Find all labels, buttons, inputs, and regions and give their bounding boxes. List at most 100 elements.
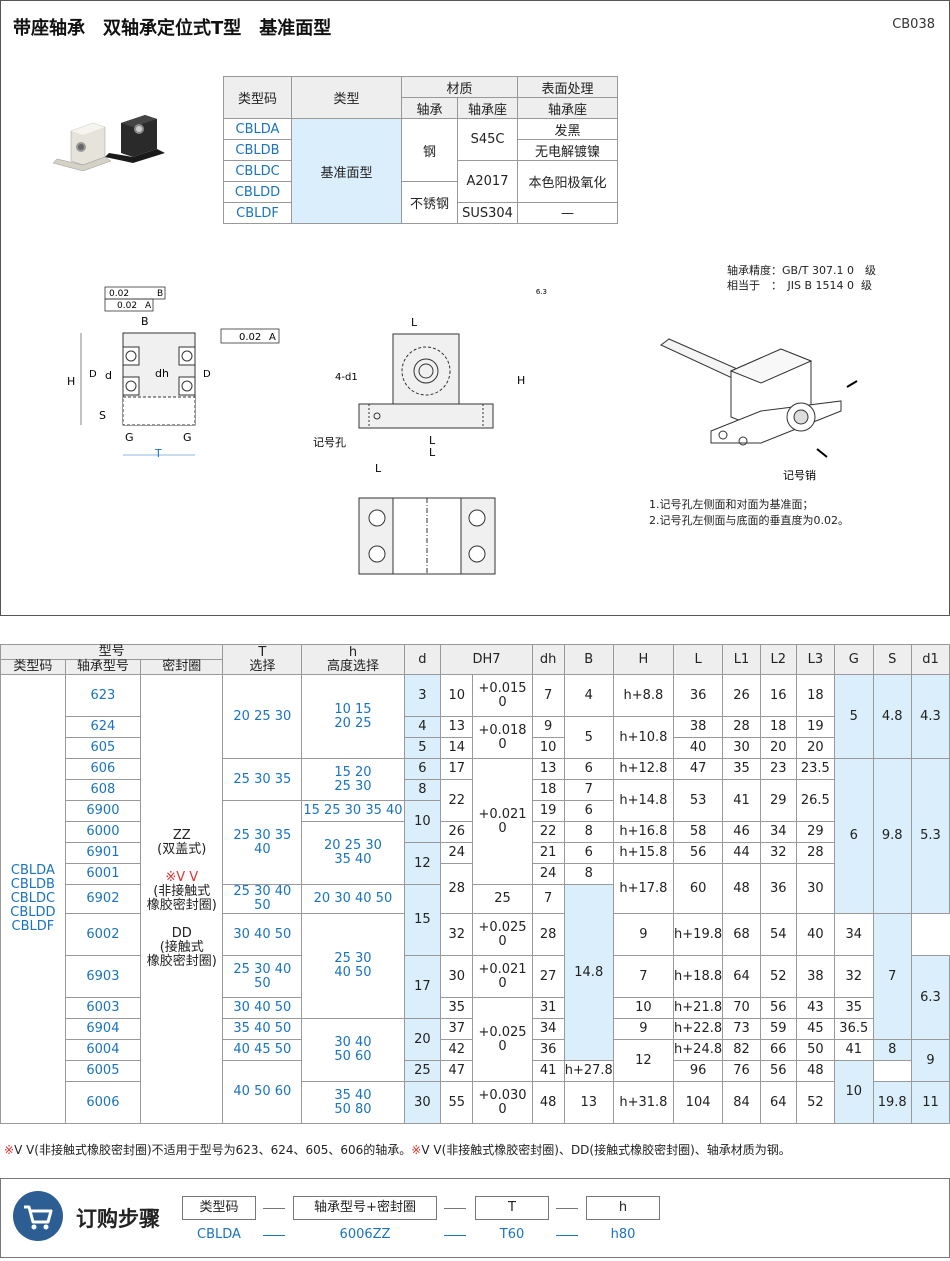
L2-cell: 38 xyxy=(795,955,836,998)
H-cell: h+18.8 xyxy=(673,955,724,998)
mark-hole-label: 记号孔 xyxy=(313,436,346,449)
T-cell: 40 45 50 xyxy=(222,1039,303,1061)
order-dash xyxy=(263,1208,285,1209)
th-type-code: 类型码 xyxy=(0,659,66,675)
h-cell: 30 40 50 60 xyxy=(301,1018,405,1082)
d-cell: 10 xyxy=(403,800,442,843)
T-cell: 30 40 50 xyxy=(222,913,303,956)
d-cell: 12 xyxy=(403,842,442,885)
page-title: 带座轴承 双轴承定位式T型 基准面型 xyxy=(13,18,332,39)
order-value-T: T60 xyxy=(499,1227,525,1242)
L-cell: 70 xyxy=(722,997,761,1019)
th-seat2: 轴承座 xyxy=(517,97,618,119)
h-cell: 25 30 40 50 xyxy=(301,913,405,1019)
d-cell: 4 xyxy=(403,716,442,738)
bearing-cell: 6901 xyxy=(64,842,142,864)
dh-cell: 19 xyxy=(531,800,565,822)
anodize-cell: 本色阳极氧化 xyxy=(517,160,618,203)
d1-cell: 4.3 xyxy=(910,674,950,759)
L1-cell: 66 xyxy=(759,1039,797,1061)
bearing-cell: 6005 xyxy=(64,1060,142,1082)
D-cell: 26 xyxy=(440,821,474,843)
L2-cell: 29 xyxy=(759,779,797,822)
L2-cell: 34 xyxy=(759,821,797,843)
th-bearing: 轴承型号 xyxy=(64,659,142,675)
order-dash xyxy=(556,1208,578,1209)
type-codes-cell: CBLDA CBLDB CBLDC CBLDD CBLDF xyxy=(0,674,66,1124)
order-label-h: h xyxy=(586,1196,660,1220)
T-cell: 35 40 50 xyxy=(222,1018,303,1040)
L1-cell: 28 xyxy=(722,716,761,738)
L2-cell: 36 xyxy=(759,863,797,914)
dh-cell: 27 xyxy=(531,955,565,998)
L-cell: 40 xyxy=(673,737,724,759)
L-cell: 68 xyxy=(722,913,761,956)
h-cell: 15 25 30 35 40 xyxy=(301,800,405,822)
bearing-cell: 6000 xyxy=(64,821,142,843)
dh-cell: 25 xyxy=(472,884,533,914)
bearing-cell: 6003 xyxy=(64,997,142,1019)
th-G: G xyxy=(834,644,874,675)
L2-cell: 45 xyxy=(795,1018,836,1040)
a2017-cell: A2017 xyxy=(457,160,518,203)
th-type-code: 类型码 xyxy=(223,76,292,119)
th-seal: 密封圈 xyxy=(140,659,224,675)
dh-cell: 13 xyxy=(531,758,565,780)
d-cell: 17 xyxy=(403,955,442,1019)
th-surface: 表面处理 xyxy=(517,76,618,98)
D-cell: 28 xyxy=(440,863,474,914)
dh-cell: 36 xyxy=(531,1039,565,1061)
L2-cell: 16 xyxy=(759,674,797,717)
dh-cell: 28 xyxy=(531,913,565,956)
L-cell: 36 xyxy=(673,674,724,717)
code-cell: CBLDB xyxy=(223,139,292,161)
L3-cell: 34 xyxy=(834,913,874,956)
D-cell: 30 xyxy=(440,955,474,998)
B-cell: 9 xyxy=(612,913,675,956)
L-cell: 64 xyxy=(722,955,761,998)
L-cell: 82 xyxy=(722,1039,761,1061)
svg-text:d: d xyxy=(105,369,112,382)
order-label-type-code: 类型码 xyxy=(182,1196,256,1220)
H-cell: h+10.8 xyxy=(612,716,675,759)
L3-cell: 48 xyxy=(795,1060,836,1082)
drawing-notes: 1.记号孔左侧面和对面为基准面； 2.记号孔左侧面与底面的垂直度为0.02。 xyxy=(649,498,849,527)
bearing-cell: 6904 xyxy=(64,1018,142,1040)
L3-cell: 36.5 xyxy=(834,1018,874,1040)
tol-cell: +0.018 0 xyxy=(472,716,533,759)
order-value-type-code: CBLDA xyxy=(197,1227,241,1242)
d1-cell: 9 xyxy=(910,1039,950,1082)
d-cell: 30 xyxy=(403,1081,442,1124)
th-d: d xyxy=(403,644,442,675)
bearing-cell: 6902 xyxy=(64,884,142,914)
L1-cell: 56 xyxy=(759,997,797,1019)
B-cell: 5 xyxy=(563,716,614,759)
h-cell: 10 15 20 25 xyxy=(301,674,405,759)
dh-cell: 24 xyxy=(531,863,565,885)
th-seat: 轴承座 xyxy=(457,97,518,119)
B-cell: 4 xyxy=(563,674,614,717)
black-cell: 发黑 xyxy=(517,118,618,140)
d1-cell: 5.3 xyxy=(910,758,950,914)
L2-cell: 50 xyxy=(795,1039,836,1061)
D-cell: 17 xyxy=(440,758,474,780)
d1-cell: 6.3 xyxy=(910,955,950,1040)
order-dash xyxy=(444,1235,466,1236)
svg-text:L: L xyxy=(429,434,436,447)
H-cell: h+8.8 xyxy=(612,674,675,717)
S-cell: 4.8 xyxy=(872,674,912,759)
th-type: 类型 xyxy=(291,76,402,119)
L3-cell: 28 xyxy=(795,842,836,864)
th-L: L xyxy=(673,644,724,675)
D-cell: 32 xyxy=(440,913,474,956)
B-cell: 8 xyxy=(563,821,614,843)
dh-cell: 41 xyxy=(531,1060,565,1082)
th-L3: L3 xyxy=(795,644,836,675)
L-cell: 73 xyxy=(722,1018,761,1040)
material-table: 类型码 类型 材质 表面处理 轴承 轴承座 轴承座 CBLDA 基准面型 钢 S… xyxy=(223,76,618,224)
L3-cell: 32 xyxy=(834,955,874,998)
B-cell: 10 xyxy=(612,997,675,1019)
D-cell: 24 xyxy=(440,842,474,864)
